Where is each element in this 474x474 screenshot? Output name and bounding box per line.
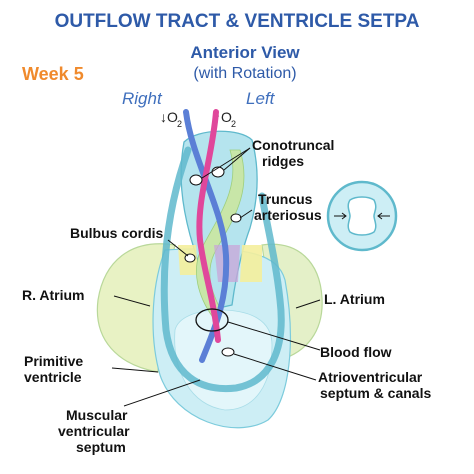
pink-blood-stream — [196, 109, 221, 343]
label-av: Atrioventricular — [318, 369, 423, 385]
label-truncus-2: arteriosus — [254, 207, 322, 223]
leader-muscular — [123, 379, 201, 407]
rotation-subtitle: (with Rotation) — [193, 65, 296, 82]
svg-text:↓O: ↓O — [160, 109, 178, 125]
leader-truncus — [239, 209, 253, 219]
label-conotruncal-2: ridges — [262, 153, 304, 169]
leader-conotruncal-1 — [223, 147, 251, 171]
leader-primitive — [111, 367, 159, 373]
blood-flow-ring — [195, 308, 229, 332]
label-conotruncal: Conotruncal — [252, 137, 334, 153]
view-subtitle: Anterior View — [190, 43, 300, 62]
leader-l-atrium — [295, 299, 321, 309]
leader-bulbus — [167, 239, 189, 257]
leader-conotruncal-2 — [201, 147, 251, 179]
label-r-atrium: R. Atrium — [22, 287, 84, 303]
svg-text:2: 2 — [177, 119, 182, 129]
label-blood-flow: Blood flow — [320, 344, 392, 360]
label-muscular-3: septum — [76, 439, 126, 455]
conotruncal-ridge-marker — [189, 174, 203, 186]
av-canal-marker — [221, 347, 235, 357]
svg-text:2: 2 — [231, 119, 236, 129]
label-truncus: Truncus — [258, 191, 313, 207]
label-muscular: Muscular — [66, 407, 128, 423]
direction-right: Right — [122, 89, 163, 108]
leader-blood-flow — [227, 321, 321, 351]
label-primitive-2: ventricle — [24, 369, 82, 385]
label-l-atrium: L. Atrium — [324, 291, 385, 307]
cross-section-inset — [326, 180, 398, 252]
label-av-2: septum & canals — [320, 385, 431, 401]
leader-r-atrium — [113, 295, 151, 307]
direction-left: Left — [246, 89, 276, 108]
outflow-loop-tube — [160, 146, 285, 393]
yellow-band-right — [240, 245, 262, 282]
o2-down-label: ↓O 2 — [160, 109, 182, 129]
label-primitive: Primitive — [24, 353, 83, 369]
label-muscular-2: ventricular — [58, 423, 130, 439]
leader-av — [233, 353, 317, 381]
page-title: OUTFLOW TRACT & VENTRICLE SETPA — [55, 11, 420, 32]
label-bulbus: Bulbus cordis — [70, 225, 164, 241]
week-label: Week 5 — [22, 64, 84, 84]
truncus-marker — [230, 213, 242, 223]
